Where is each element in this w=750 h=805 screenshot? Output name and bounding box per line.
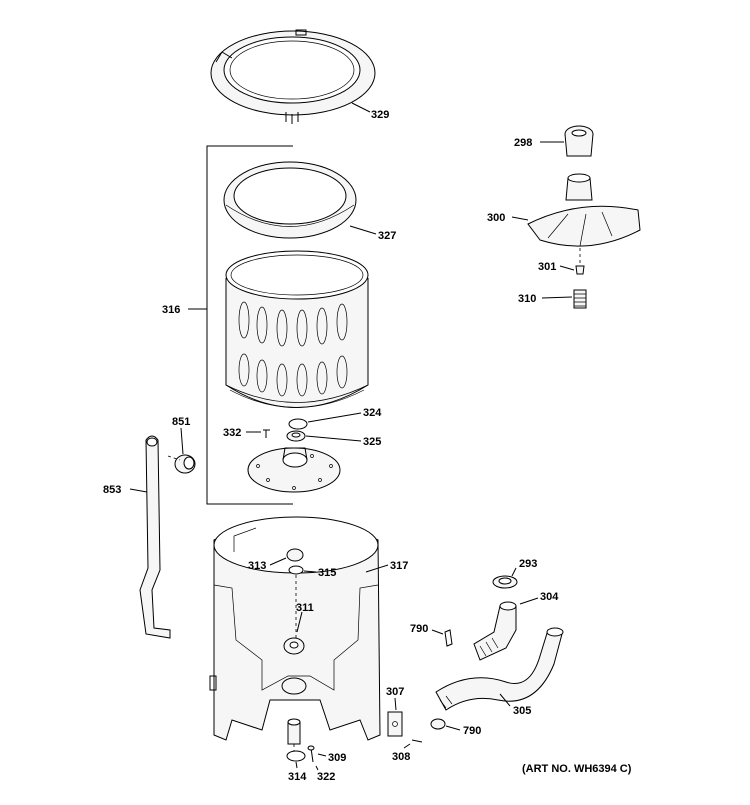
part-322-screw <box>307 745 315 763</box>
callout-298: 298 <box>514 137 532 149</box>
part-drain-fitting <box>287 718 301 745</box>
callout-308: 308 <box>392 751 410 763</box>
part-293-clamp <box>492 575 518 589</box>
art-number: (ART NO. WH6394 C) <box>522 763 632 775</box>
callout-790-upper: 790 <box>410 623 428 635</box>
part-790-clip-upper <box>444 629 453 647</box>
callout-293: 293 <box>519 558 537 570</box>
callout-301: 301 <box>538 261 556 273</box>
part-310-spring <box>573 289 587 309</box>
callout-329: 329 <box>371 109 389 121</box>
callout-322: 322 <box>317 771 335 783</box>
callout-790-lower: 790 <box>463 725 481 737</box>
callout-327: 327 <box>378 230 396 242</box>
part-314-washer <box>286 750 306 762</box>
part-basket-hub <box>247 447 341 493</box>
callout-851: 851 <box>172 416 190 428</box>
callout-316: 316 <box>162 304 180 316</box>
part-315-washer <box>288 565 304 575</box>
part-298-cap <box>564 125 594 157</box>
callout-309: 309 <box>328 752 346 764</box>
part-332-screw <box>263 429 270 438</box>
part-790-clip-lower <box>430 718 446 730</box>
part-308-screw <box>411 739 423 743</box>
part-313-nut <box>286 548 304 562</box>
callout-314: 314 <box>288 771 307 783</box>
part-329-tub-cover <box>210 29 376 124</box>
callout-310: 310 <box>518 293 536 305</box>
callout-317: 317 <box>390 560 408 572</box>
callout-304: 304 <box>540 591 559 603</box>
part-301-bolt <box>575 265 585 275</box>
callout-307: 307 <box>386 686 404 698</box>
callout-324: 324 <box>363 407 382 419</box>
part-tub-drain-boss <box>281 677 307 695</box>
part-316-spin-basket <box>225 250 369 408</box>
part-311-seal <box>283 637 305 655</box>
part-324-washer <box>288 418 308 430</box>
callout-325: 325 <box>363 436 381 448</box>
part-853-hose <box>139 435 171 639</box>
callout-300: 300 <box>487 212 505 224</box>
group-316-bracket <box>206 145 293 505</box>
part-327-balance-ring <box>223 161 357 239</box>
part-304-hose-elbow <box>473 601 517 661</box>
callout-332: 332 <box>223 427 241 439</box>
part-325-nut <box>286 430 306 442</box>
part-305-drain-hose <box>435 627 564 711</box>
part-851-grommet <box>174 454 196 474</box>
callout-315: 315 <box>318 567 336 579</box>
callout-313: 313 <box>248 560 266 572</box>
callout-311: 311 <box>296 602 314 614</box>
callout-853: 853 <box>103 484 121 496</box>
part-300-agitator <box>527 173 641 247</box>
part-307-bracket <box>387 711 403 737</box>
callout-305: 305 <box>513 705 531 717</box>
